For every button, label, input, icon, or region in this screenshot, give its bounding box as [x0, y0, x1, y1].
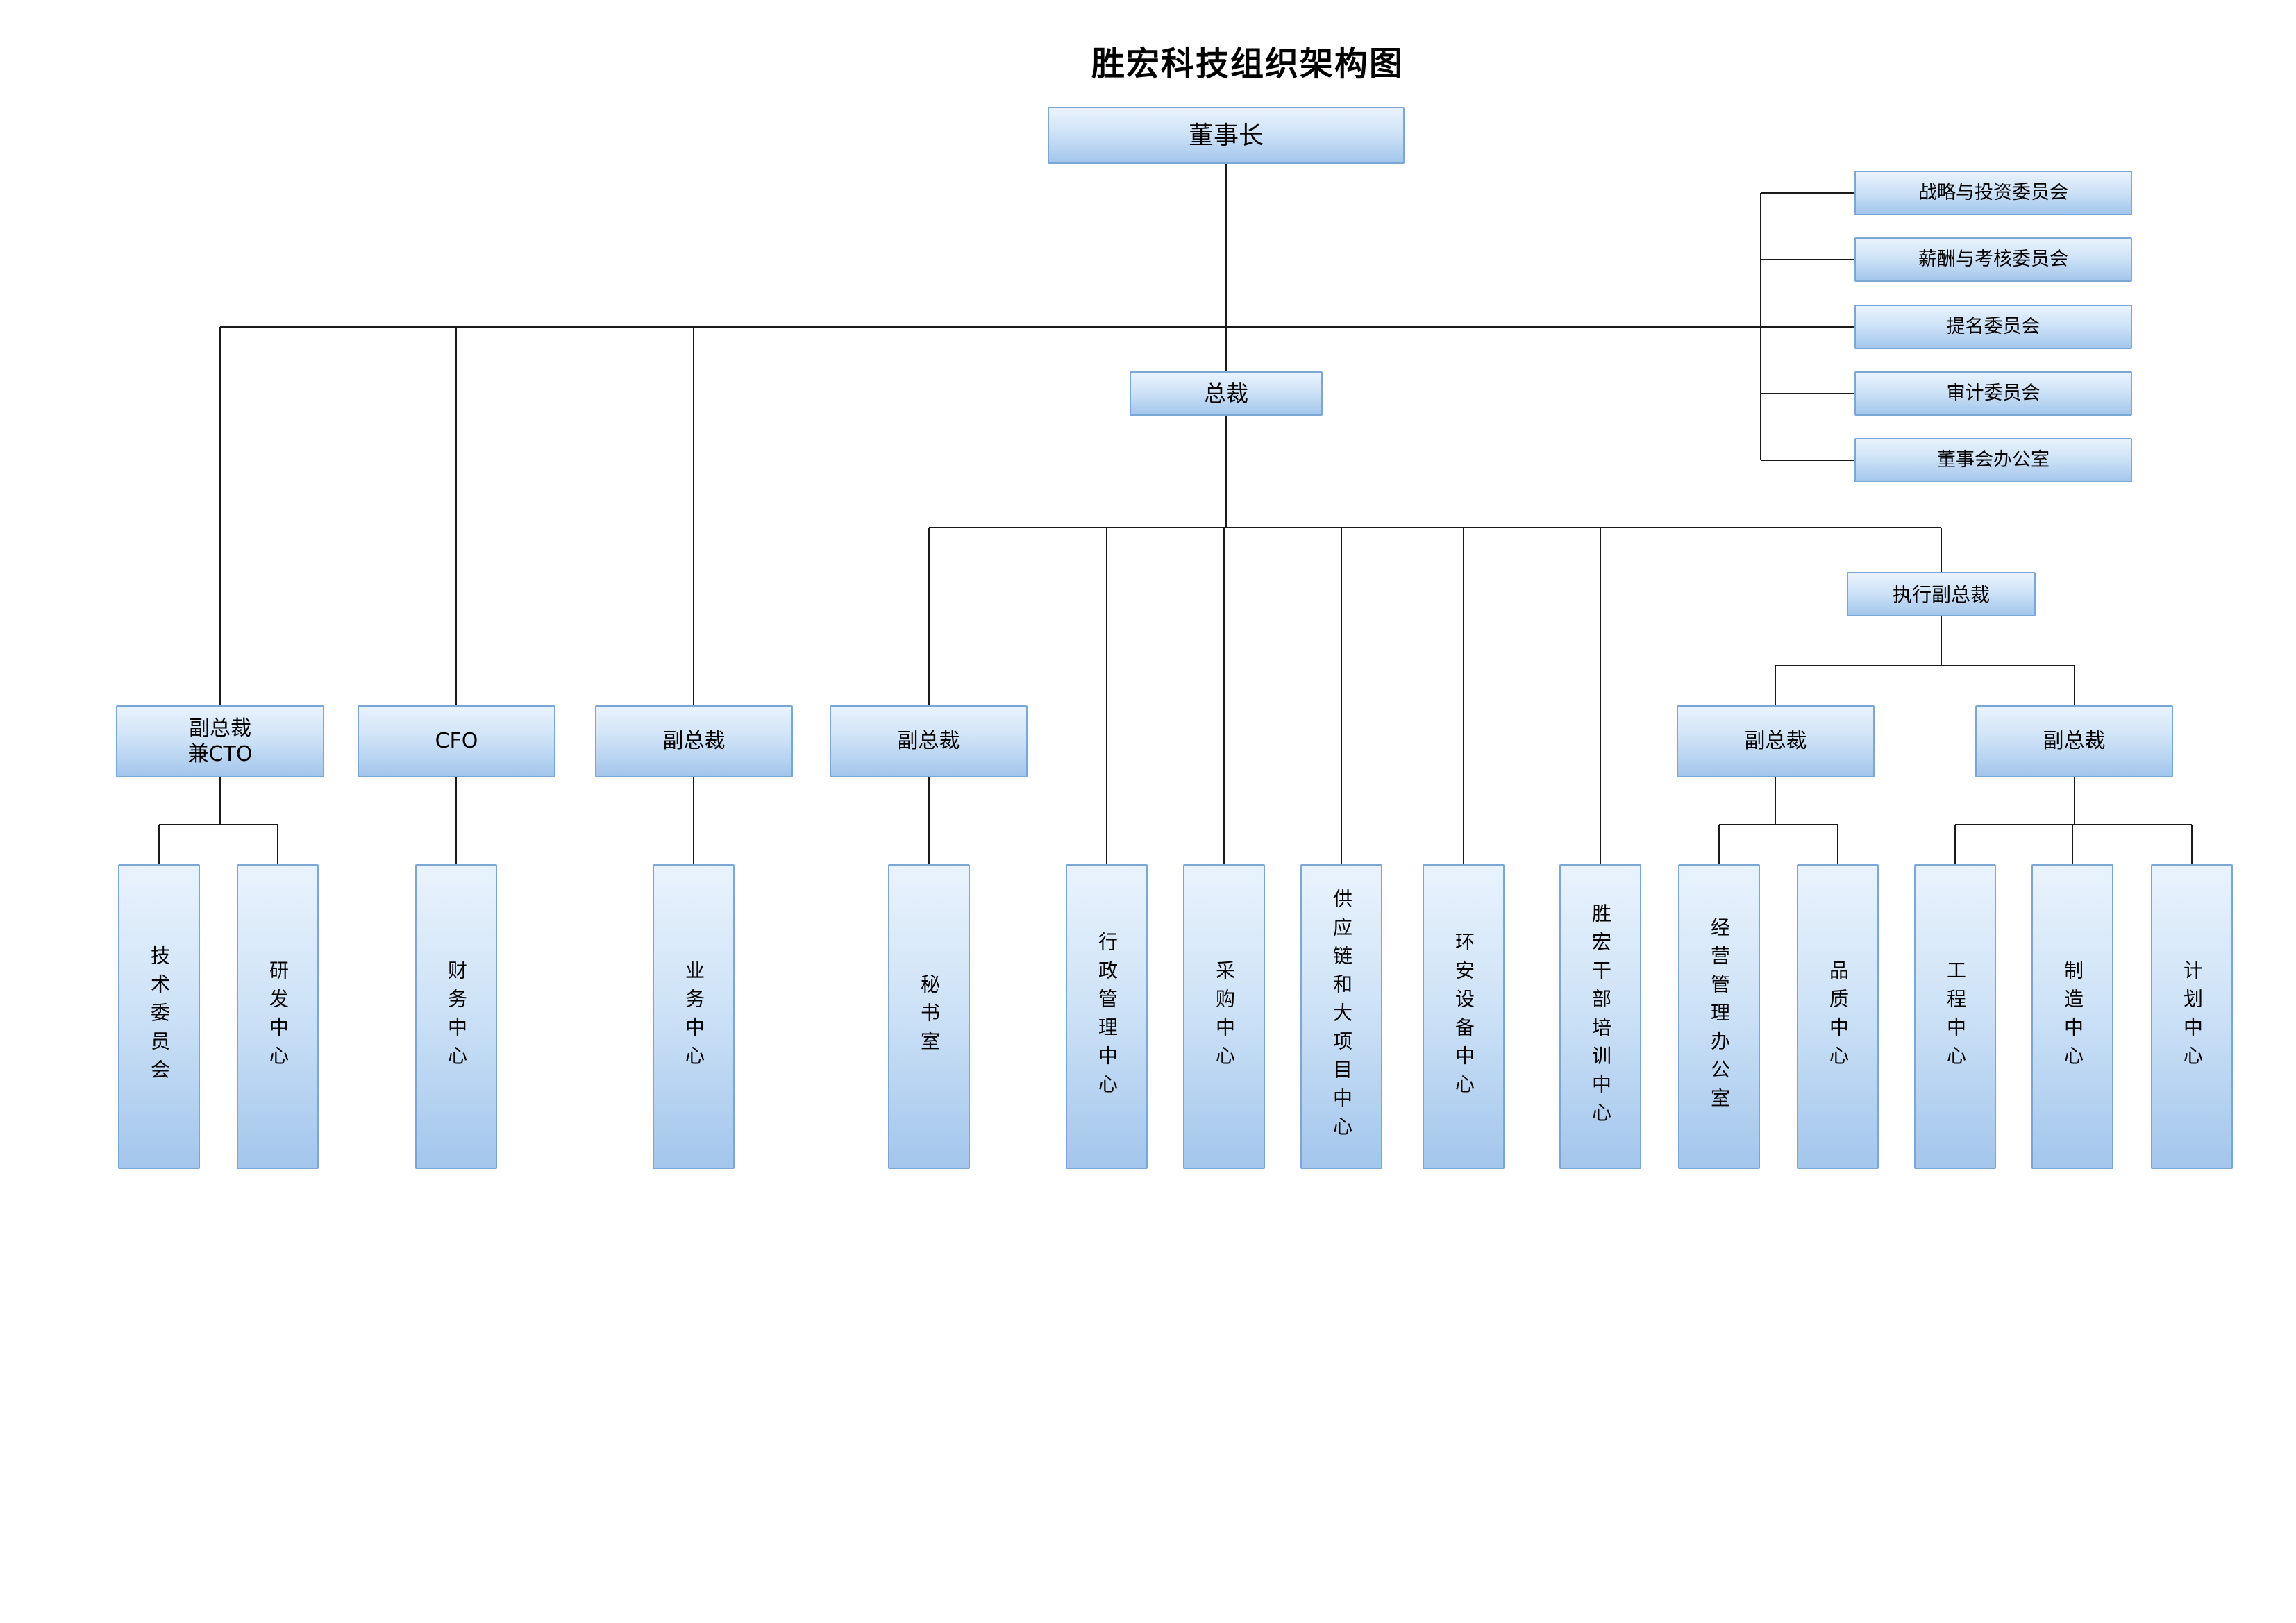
- org-node-cfo: CFO: [358, 705, 555, 777]
- dept-node-administration-center: 行政管理中心: [1066, 864, 1148, 1169]
- org-node-chairman: 董事长: [1048, 107, 1405, 164]
- page-title: 胜宏科技组织架构图: [1091, 44, 1404, 83]
- committee-node-nomination: 提名委员会: [1854, 305, 2132, 349]
- org-node-vp-secretary: 副总裁: [830, 705, 1028, 777]
- dept-node-secretariat: 秘书室: [888, 864, 970, 1169]
- committee-node-audit: 审计委员会: [1854, 371, 2132, 416]
- dept-node-cadre-training-center: 胜宏干部培训中心: [1559, 864, 1641, 1169]
- committee-node-compensation-appraisal: 薪酬与考核委员会: [1854, 237, 2132, 282]
- committee-node-strategy-investment: 战略与投资委员会: [1854, 171, 2132, 215]
- org-node-vp-business: 副总裁: [595, 705, 793, 777]
- dept-node-supply-chain-projects-center: 供应链和大项目中心: [1300, 864, 1382, 1169]
- dept-node-planning-center: 计划中心: [2151, 864, 2233, 1169]
- dept-node-manufacturing-center: 制造中心: [2031, 864, 2113, 1169]
- dept-node-ehs-equipment-center: 环安设备中心: [1423, 864, 1505, 1169]
- dept-node-finance-center: 财务中心: [415, 864, 497, 1169]
- org-node-vp-cto: 副总裁 兼CTO: [116, 705, 324, 777]
- dept-node-technology-committee: 技术委员会: [118, 864, 200, 1169]
- dept-node-engineering-center: 工程中心: [1914, 864, 1996, 1169]
- dept-node-quality-center: 品质中心: [1797, 864, 1879, 1169]
- org-node-president: 总裁: [1130, 371, 1323, 416]
- dept-node-rd-center: 研发中心: [237, 864, 319, 1169]
- org-node-executive-vp: 执行副总裁: [1847, 572, 2036, 616]
- dept-node-procurement-center: 采购中心: [1183, 864, 1265, 1169]
- connector-path: [158, 164, 2193, 864]
- committee-node-board-office: 董事会办公室: [1854, 438, 2132, 482]
- org-node-vp-manufacturing: 副总裁: [1975, 705, 2173, 777]
- org-node-vp-operations: 副总裁: [1677, 705, 1875, 777]
- dept-node-operations-management-office: 经营管理办公室: [1678, 864, 1760, 1169]
- dept-node-business-center: 业务中心: [653, 864, 735, 1169]
